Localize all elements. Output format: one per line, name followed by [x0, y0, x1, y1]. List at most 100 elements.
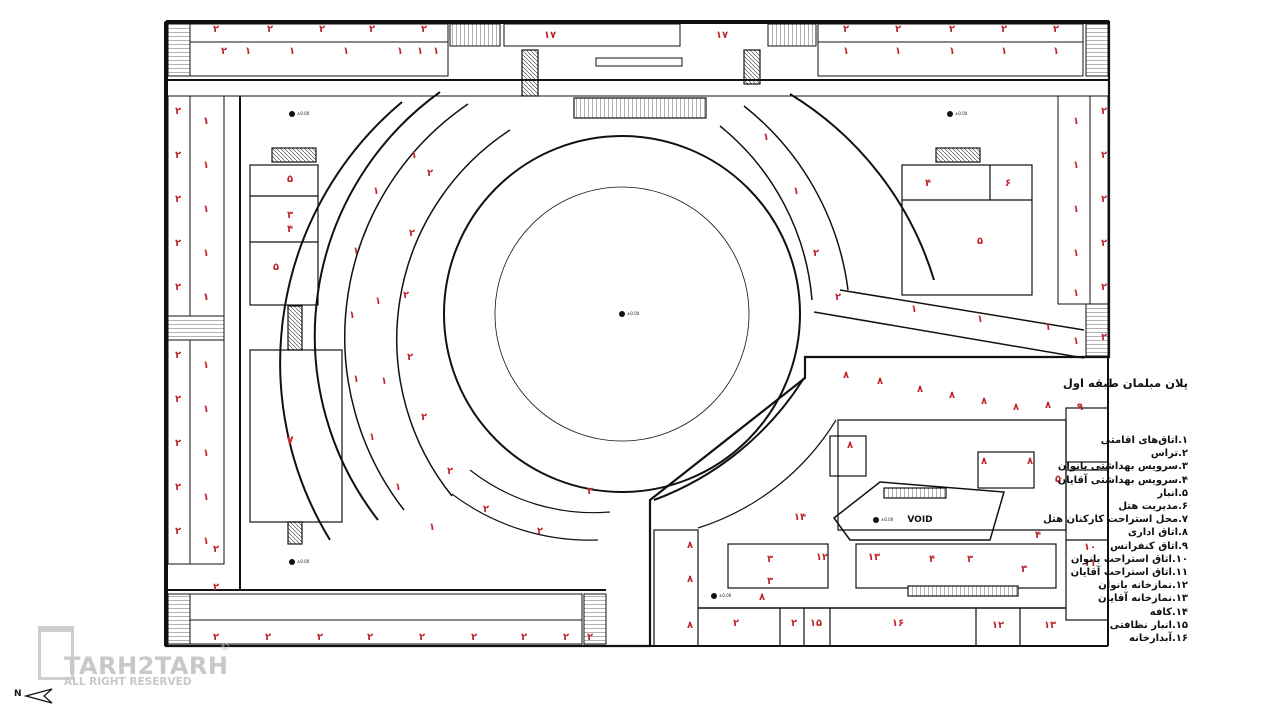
watermark-brand: TARH2TARH — [64, 652, 229, 680]
room-number-east-wing: ۲ — [1101, 238, 1107, 249]
svg-text:±0.00: ±0.00 — [297, 111, 310, 116]
watermark-subtitle: ALL RIGHT RESERVED — [64, 676, 192, 688]
legend-item: ۱۱.اتاق استراحت آقایان — [1070, 567, 1188, 579]
svg-text:±0.00: ±0.00 — [627, 311, 640, 316]
room-number-office: ۸ — [687, 620, 693, 631]
room-number-service-north: ۳ — [287, 210, 293, 221]
room-number-office: ۱۴ — [794, 512, 806, 523]
room-number-arc-inner: ۲ — [427, 168, 433, 179]
room-number-arc-outer: ۱ — [373, 186, 379, 197]
room-number-arc-outer: ۱ — [429, 522, 435, 533]
level-mark: ±0.00 — [873, 517, 894, 523]
room-number-north-wing: ۱ — [343, 46, 349, 57]
room-number-south-wing: ۲ — [265, 632, 271, 643]
room-number-west-wing: ۲ — [175, 106, 181, 117]
room-number-east-arc: ۱ — [977, 314, 983, 325]
void-label: VOID — [907, 515, 932, 525]
room-number-east-wing: ۲ — [1101, 332, 1107, 343]
room-number-west-wing: ۲ — [175, 350, 181, 361]
room-number-office: ۸ — [1013, 402, 1019, 413]
room-number-north-wing: ۲ — [213, 24, 219, 35]
room-number-arc-inner: ۲ — [447, 466, 453, 477]
room-number-south-wing: ۲ — [563, 632, 569, 643]
room-number-office: ۱۲ — [992, 620, 1004, 631]
svg-text:±0.00: ±0.00 — [719, 593, 732, 598]
room-number-office: ۳ — [1021, 564, 1027, 575]
room-number-arc-inner: ۲ — [483, 504, 489, 515]
room-number-east-arc: ۱ — [763, 132, 769, 143]
room-number-office: ۸ — [1027, 456, 1033, 467]
level-marks: ±0.00 ±0.00 ±0.00 ±0.00 ±0.00 ±0.00 — [289, 111, 968, 599]
room-number-west-wing: ۲ — [175, 238, 181, 249]
room-number-north-east-wing: ۱ — [895, 46, 901, 57]
room-number-arc-inner: ۲ — [403, 290, 409, 301]
svg-text:±0.00: ±0.00 — [297, 559, 310, 564]
room-number-north-wing: ۲ — [319, 24, 325, 35]
legend-item: ۱۳.نمازخانه آقایان — [1097, 593, 1188, 605]
room-number-north-wing: ۱ — [397, 46, 403, 57]
room-number-west-wing: ۱ — [203, 116, 209, 127]
legend-item: ۷.محل استراحت کارکنان هتل — [1043, 514, 1188, 526]
room-number-office: ۳ — [767, 554, 773, 565]
room-number-service-north: ۴ — [287, 224, 293, 235]
room-number-arc-inner: ۲ — [421, 412, 427, 423]
room-number-office: ۸ — [847, 440, 853, 451]
room-number-east-wing: ۲ — [1101, 194, 1107, 205]
legend-item: ۱۶.آبدارخانه — [1129, 633, 1188, 645]
legend-item: ۲.تراس — [1150, 448, 1188, 460]
column-logo-icon — [38, 626, 74, 680]
legend-item: ۵.انبار — [1157, 487, 1188, 499]
room-number-arc-inner: ۲ — [587, 486, 593, 497]
top-label-right: ۱۷ — [716, 30, 728, 41]
room-number-west-wing: ۲ — [213, 544, 219, 555]
room-number-arc-outer: ۱ — [369, 432, 375, 443]
room-number-west-wing: ۱ — [203, 204, 209, 215]
room-number-office: ۱۱ — [1084, 558, 1096, 569]
room-number-east-wing: ۱ — [1073, 248, 1079, 259]
office-block — [650, 357, 1109, 647]
room-number-south-wing: ۲ — [367, 632, 373, 643]
plan-title: پلان مبلمان طبقه اول — [1062, 376, 1188, 390]
legend-item: ۱۵.انبار نظافتی — [1109, 619, 1188, 631]
room-number-service-northeast: ۶ — [1005, 178, 1011, 189]
north-wing — [166, 23, 1109, 97]
svg-text:±0.00: ±0.00 — [881, 517, 894, 522]
room-number-east-wing: ۲ — [1101, 150, 1107, 161]
room-number-west-wing: ۲ — [175, 282, 181, 293]
room-number-arc-inner: ۲ — [537, 526, 543, 537]
room-number-service-north: ۵ — [273, 262, 279, 273]
room-number-north-wing: ۲ — [267, 24, 273, 35]
room-number-west-wing: ۱ — [203, 292, 209, 303]
room-number-north-wing: ۲ — [221, 46, 227, 57]
room-number-office: ۸ — [843, 370, 849, 381]
legend-item: ۹.اتاق کنفرانس — [1110, 540, 1188, 552]
room-number-arc-outer: ۱ — [411, 150, 417, 161]
room-number-office: ۱۲ — [816, 552, 828, 563]
legend-item: ۸.اتاق اداری — [1127, 527, 1188, 539]
room-number-west-wing: ۲ — [213, 582, 219, 593]
room-number-office: ۸ — [949, 390, 955, 401]
room-number-north-wing: ۲ — [421, 24, 427, 35]
room-number-north-east-wing: ۱ — [949, 46, 955, 57]
level-mark: ±0.00 — [711, 593, 732, 599]
room-number-north-wing: ۱ — [289, 46, 295, 57]
north-arrow-icon — [24, 688, 53, 704]
level-mark: ±0.00 — [289, 111, 310, 117]
room-number-west-wing: ۱ — [203, 160, 209, 171]
room-number-office: ۱۳ — [1044, 620, 1056, 631]
room-number-east-wing: ۱ — [1073, 160, 1079, 171]
room-number-south-wing: ۲ — [587, 632, 593, 643]
north-label: N — [14, 689, 22, 699]
legend-item: ۱.اتاق‌های اقامتی — [1100, 435, 1188, 446]
legend-item: ۱۰.اتاق استراحت بانوان — [1070, 553, 1188, 565]
room-number-south-wing: ۲ — [213, 632, 219, 643]
room-number-north-wing: ۲ — [369, 24, 375, 35]
top-labels: ۱۷ ۱۷ ۷ — [286, 30, 728, 447]
room-number-north-east-wing: ۱ — [843, 46, 849, 57]
legend-item: ۴.سرویس بهداشتی آقایان — [1057, 474, 1188, 486]
room-number-office: ۸ — [687, 574, 693, 585]
room-number-west-wing: ۲ — [175, 526, 181, 537]
room-number-east-arc: ۲ — [813, 248, 819, 259]
room-number-arc-outer: ۱ — [353, 246, 359, 257]
room-number-east-arc: ۱ — [1045, 322, 1051, 333]
